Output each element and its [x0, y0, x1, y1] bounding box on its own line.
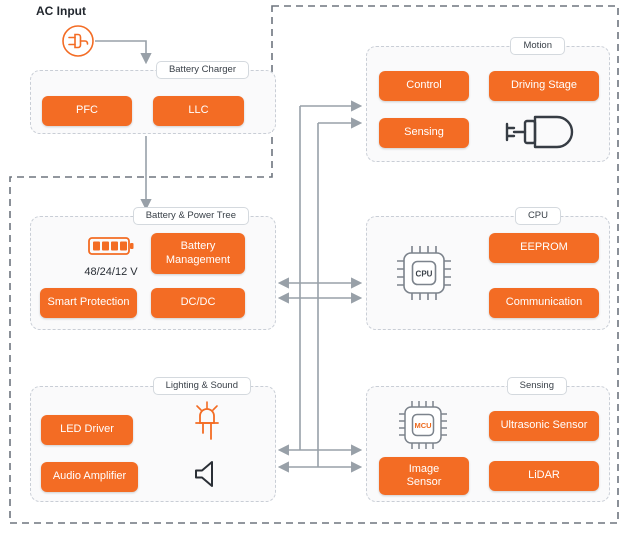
mcu-chip-text: MCU	[414, 421, 431, 430]
communication-button[interactable]: Communication	[489, 288, 599, 318]
cpu-label: CPU	[514, 207, 561, 226]
battery-management-button[interactable]: Battery Management	[151, 233, 245, 274]
control-button[interactable]: Control	[379, 71, 469, 101]
cpu-chip-text: CPU	[416, 270, 433, 279]
speaker-icon	[191, 457, 225, 496]
led-icon	[189, 399, 225, 448]
ultrasonic-sensor-button[interactable]: Ultrasonic Sensor	[489, 411, 599, 441]
lighting-sound-block: Lighting & Sound LED Driver Audio Amplif…	[30, 377, 276, 502]
sensing-block: Sensing MCU Ultrasonic Sensor Image Sens…	[366, 377, 610, 502]
audio-amplifier-button[interactable]: Audio Amplifier	[41, 462, 138, 492]
ac-plug-icon	[61, 24, 95, 63]
motion-label: Motion	[510, 37, 565, 56]
cpu-chip-icon: CPU	[395, 244, 453, 307]
battery-charger-block: Battery Charger PFC LLC	[30, 61, 276, 134]
cpu-block: CPU CPU EEPROM Communication	[366, 207, 610, 330]
battery-charger-label: Battery Charger	[155, 61, 249, 80]
llc-button[interactable]: LLC	[153, 96, 244, 126]
driving-stage-button[interactable]: Driving Stage	[489, 71, 599, 101]
motion-sensing-button[interactable]: Sensing	[379, 118, 469, 148]
image-sensor-button[interactable]: Image Sensor	[379, 457, 469, 495]
dcdc-button[interactable]: DC/DC	[151, 288, 245, 318]
ac-input-label: AC Input	[36, 4, 86, 18]
motion-block: Motion Control Driving Stage Sensing	[366, 37, 610, 162]
mcu-chip-icon: MCU	[397, 399, 449, 456]
lidar-button[interactable]: LiDAR	[489, 461, 599, 491]
battery-power-tree-block: Battery & Power Tree 48/24/12 V Battery …	[30, 207, 276, 330]
motor-icon	[503, 109, 579, 160]
eeprom-button[interactable]: EEPROM	[489, 233, 599, 263]
pfc-button[interactable]: PFC	[42, 96, 132, 126]
smart-protection-button[interactable]: Smart Protection	[40, 288, 137, 318]
battery-icon	[88, 237, 134, 261]
sensing-label: Sensing	[506, 377, 567, 396]
battery-power-tree-label: Battery & Power Tree	[132, 207, 249, 226]
led-driver-button[interactable]: LED Driver	[41, 415, 133, 445]
lighting-sound-label: Lighting & Sound	[152, 377, 251, 396]
